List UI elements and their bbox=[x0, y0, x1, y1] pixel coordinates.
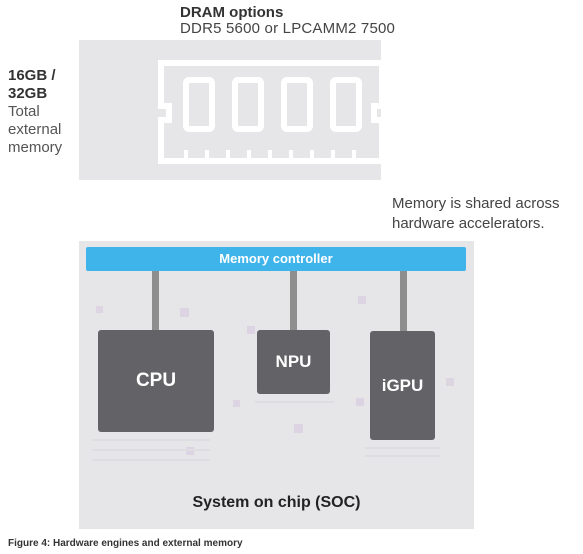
soc-label: System on chip (SOC) bbox=[192, 494, 361, 511]
dram-module-icon bbox=[158, 60, 385, 164]
figure-caption: Figure 4: Hardware engines and external … bbox=[8, 538, 243, 549]
cpu-block: CPU bbox=[98, 330, 214, 432]
dram-options-title: DRAM options bbox=[180, 4, 284, 21]
npu-block: NPU bbox=[257, 330, 330, 394]
cpu-connector bbox=[152, 271, 159, 331]
soc-blur-lines bbox=[92, 401, 440, 461]
igpu-label: iGPU bbox=[381, 375, 424, 395]
igpu-connector bbox=[400, 271, 407, 332]
shared-memory-note: Memory is shared across hardware acceler… bbox=[392, 195, 560, 232]
memory-size-note: 16GB / 32GB Total external memory bbox=[8, 67, 70, 157]
memory-controller-bar: Memory controller bbox=[86, 247, 466, 271]
memory-size-description: Total external memory bbox=[8, 103, 63, 156]
npu-connector bbox=[290, 271, 297, 331]
memory-size-value: 16GB / 32GB bbox=[8, 67, 56, 102]
dram-options-subtitle: DDR5 5600 or LPCAMM2 7500 bbox=[180, 20, 396, 37]
memory-bus-lines bbox=[175, 172, 368, 247]
igpu-block: iGPU bbox=[370, 331, 435, 440]
npu-label: NPU bbox=[275, 352, 312, 371]
dram-pins bbox=[184, 150, 356, 161]
cpu-label: CPU bbox=[135, 370, 177, 391]
